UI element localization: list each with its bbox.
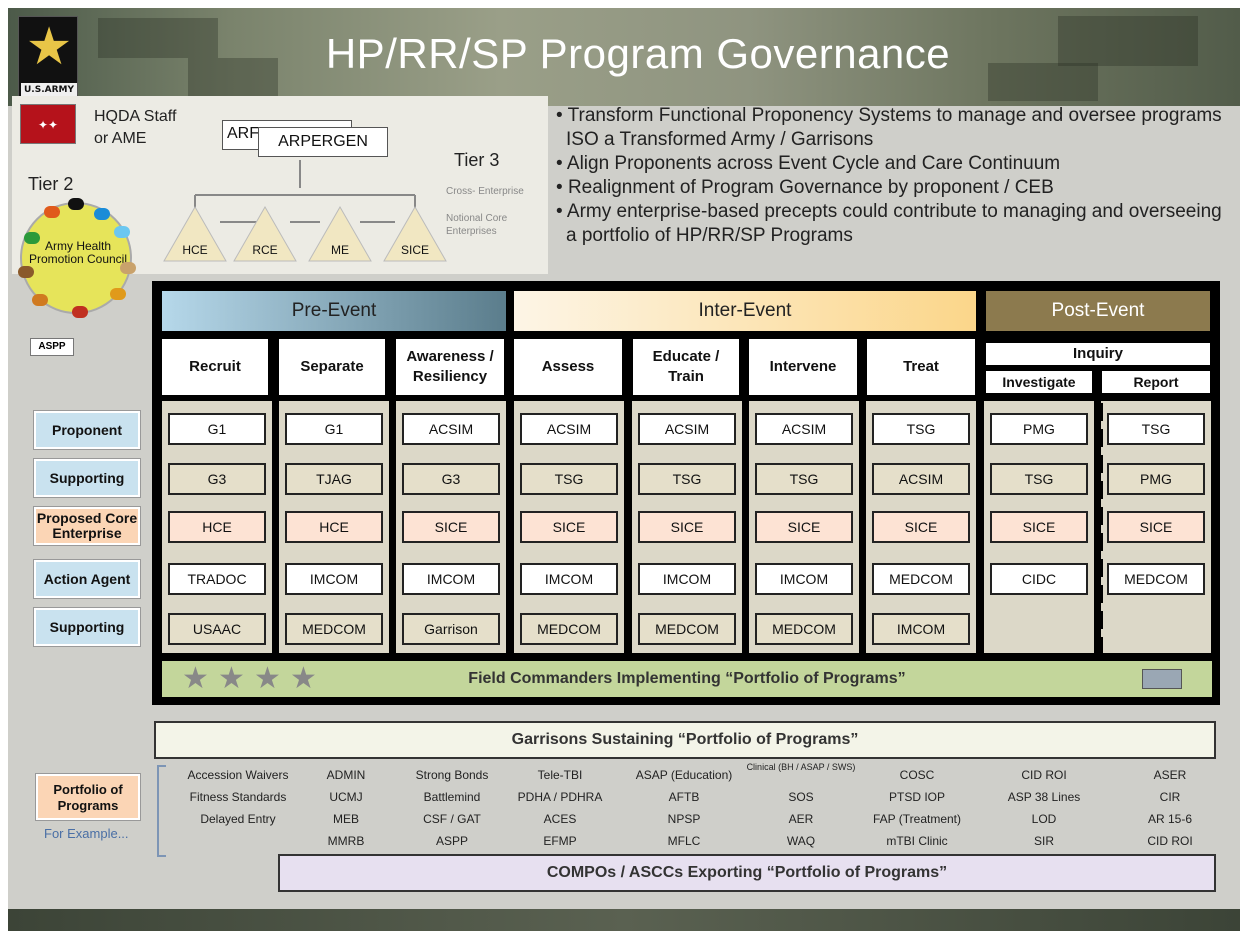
slide: ★ U.S.ARMY HP/RR/SP Program Governance (8, 8, 1240, 931)
army-logo: ★ U.S.ARMY (18, 16, 78, 102)
army-logo-text: U.S.ARMY (21, 83, 77, 97)
footer-banner (8, 909, 1240, 931)
army-star-icon: ★ (25, 17, 73, 77)
header-banner: ★ U.S.ARMY HP/RR/SP Program Governance (8, 8, 1240, 106)
page-title: HP/RR/SP Program Governance (325, 30, 951, 77)
